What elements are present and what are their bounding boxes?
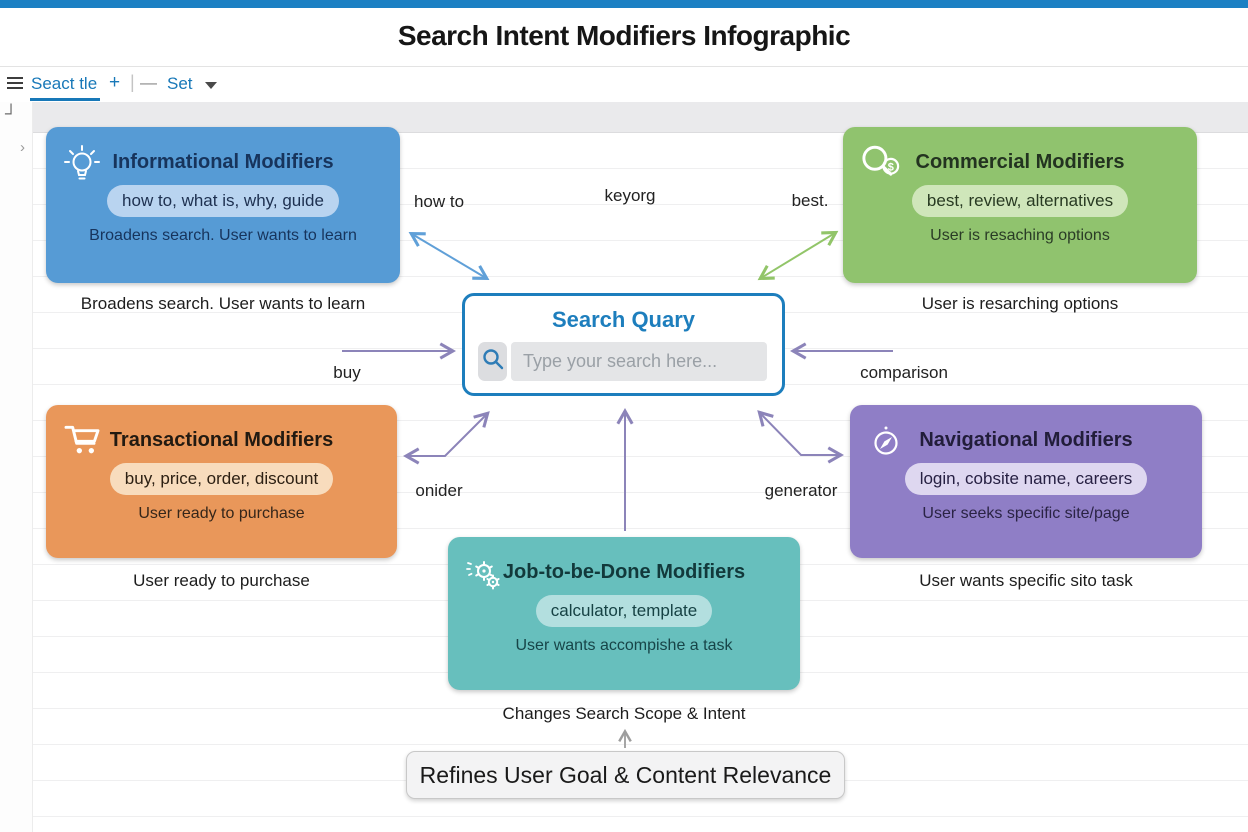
search-icon [480, 346, 506, 377]
search-dollar-icon: $ [859, 143, 900, 187]
modifier-pill: how to, what is, why, guide [107, 185, 339, 217]
search-box-title: Search Quary [551, 307, 696, 332]
card-caption: User is resarching options [921, 294, 1119, 313]
shopping-cart-icon [62, 421, 102, 465]
compass-icon [866, 421, 906, 465]
card-title: Navigational Modifiers [919, 429, 1133, 451]
tab-separator: | [130, 72, 135, 92]
card-caption: User ready to purchase [133, 571, 310, 590]
search-button[interactable] [478, 342, 507, 381]
flow-label-best: best. [791, 191, 829, 210]
card-description: User ready to purchase [138, 505, 305, 522]
search-input[interactable] [511, 342, 767, 381]
card-description: Broadens search. User wants to learn [89, 227, 357, 244]
card-description: User is resaching options [930, 227, 1110, 244]
flow-label-generator: generator [764, 481, 838, 500]
card-description: User seeks specific site/page [922, 505, 1130, 522]
hamburger-icon[interactable] [7, 77, 23, 90]
card-navigational: Navigational Modifiers login, cobsite na… [850, 405, 1202, 558]
active-tab-underline [30, 98, 100, 101]
flow-label-buy: buy [333, 363, 361, 382]
card-title: Transactional Modifiers [109, 429, 334, 451]
row-expand-chevron-icon[interactable]: › [20, 139, 25, 156]
flow-label-comparison: comparison [860, 363, 948, 382]
title-header: Search Intent Modifiers Infographic [0, 8, 1248, 67]
search-query-box: Search Quary [462, 293, 785, 396]
card-informational: Informational Modifiers how to, what is,… [46, 127, 400, 283]
card-caption: Changes Search Scope & Intent [502, 704, 746, 723]
gears-icon [464, 553, 504, 597]
lightbulb-icon [62, 143, 102, 187]
page-title: Search Intent Modifiers Infographic [397, 20, 851, 51]
svg-text:$: $ [888, 161, 894, 173]
modifier-pill: login, cobsite name, careers [904, 463, 1148, 495]
tab-seact-tle[interactable]: Seact tle [31, 74, 98, 93]
arrow-transactional-search [403, 411, 490, 465]
card-title: Commercial Modifiers [915, 151, 1125, 173]
footer-summary-box: Refines User Goal & Content Relevance [406, 751, 845, 799]
left-margin-column [0, 102, 33, 832]
card-description: User wants accompishe a task [515, 637, 733, 654]
card-title: Informational Modifiers [112, 151, 334, 173]
card-caption: Broadens search. User wants to learn [80, 294, 366, 313]
arrow-search-navigational [757, 410, 844, 464]
card-commercial: $ Commercial Modifiers best, review, alt… [843, 127, 1197, 283]
flow-label-how-to: how to [413, 192, 465, 211]
modifier-pill: calculator, template [535, 595, 713, 627]
card-job-to-be-done: Job-to-be-Done Modifiers calculator, tem… [448, 537, 800, 690]
dash-icon: — [140, 73, 157, 92]
flow-label-keyorg: keyorg [604, 186, 656, 205]
set-menu-button[interactable]: Set [167, 74, 193, 93]
search-row [478, 342, 767, 381]
card-transactional: Transactional Modifiers buy, price, orde… [46, 405, 397, 558]
flow-label-onider: onider [415, 481, 463, 500]
chevron-down-icon[interactable] [205, 82, 217, 89]
add-tab-button[interactable]: + [109, 72, 121, 93]
modifier-pill: buy, price, order, discount [109, 463, 334, 495]
arrow-informational-search [408, 231, 490, 281]
modifier-pill: best, review, alternatives [911, 185, 1129, 217]
card-title: Job-to-be-Done Modifiers [502, 561, 746, 583]
corner-mark-icon: ┘ [5, 104, 18, 123]
card-caption: User wants specific sito task [919, 571, 1133, 590]
window-accent-bar [0, 0, 1248, 8]
arrow-search-commercial [757, 230, 839, 281]
tab-bar: Seact tle + | — Set [0, 68, 1248, 102]
